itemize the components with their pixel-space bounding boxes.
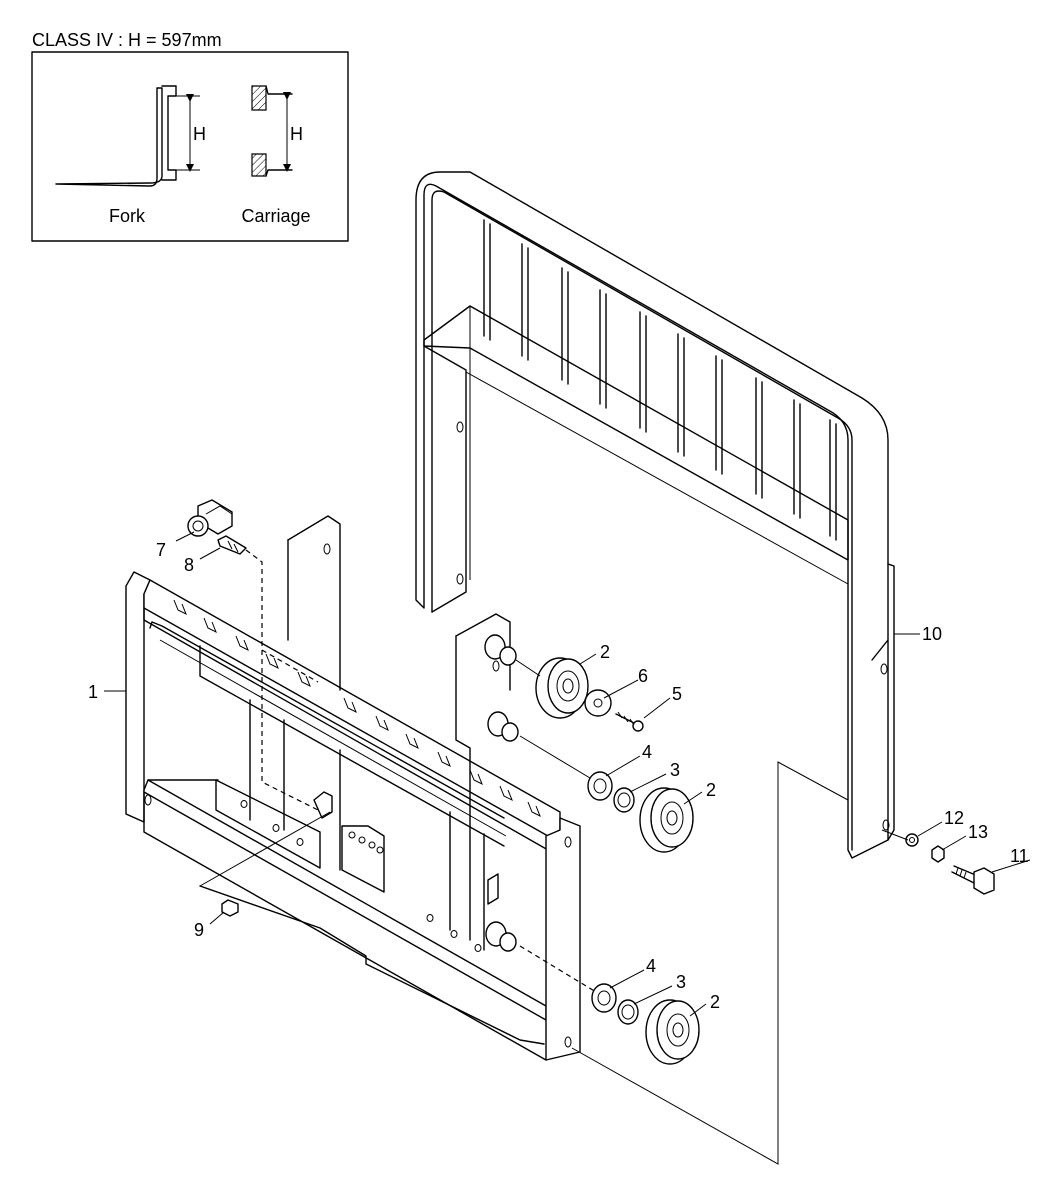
callout-1: 1	[88, 682, 98, 702]
callout-2-bottom: 2	[710, 992, 720, 1012]
callout-5: 5	[672, 684, 682, 704]
callout-7: 7	[156, 540, 166, 560]
assembly-lines	[199, 549, 909, 1165]
callout-2-top: 2	[600, 642, 610, 662]
part-11-bolt	[951, 865, 995, 895]
callout-4-middle: 4	[642, 742, 652, 762]
part-7-switch	[187, 499, 233, 537]
callout-leaders	[104, 531, 1031, 1017]
fork-dimension-h: H	[193, 124, 206, 144]
callout-3-middle: 3	[670, 760, 680, 780]
callout-3-bottom: 3	[676, 972, 686, 992]
roller-middle	[639, 787, 694, 853]
roller-top	[535, 657, 589, 719]
callout-8: 8	[184, 555, 194, 575]
fork-sketch: H	[55, 85, 206, 187]
dimension-inset: CLASS IV : H = 597mm H H Fork Carriage	[31, 30, 349, 242]
callout-9: 9	[194, 920, 204, 940]
callout-4-bottom: 4	[646, 956, 656, 976]
callout-labels: 1 2 2 2 3 3 4 4 5 6 7 8 9 10 11 12 13	[88, 540, 1029, 1012]
callout-6: 6	[638, 666, 648, 686]
rollers-and-hardware	[187, 499, 995, 1065]
callout-11: 11	[1010, 846, 1029, 866]
callout-10: 10	[922, 624, 942, 644]
roller-studs	[484, 634, 519, 952]
carriage-sketch: H	[251, 85, 303, 177]
carriage-dimension-h: H	[290, 124, 303, 144]
fork-caption: Fork	[109, 206, 146, 226]
callout-2-middle: 2	[706, 780, 716, 800]
backrest-bars	[483, 219, 837, 541]
fork-carriage	[125, 515, 581, 1061]
load-backrest	[415, 171, 895, 859]
fork-bar-notches	[173, 599, 541, 818]
callout-12: 12	[944, 808, 964, 828]
roller-bottom	[645, 999, 700, 1065]
part-8-bolt	[217, 535, 247, 555]
callout-13: 13	[968, 822, 988, 842]
carriage-caption: Carriage	[241, 206, 310, 226]
inset-frame	[31, 51, 349, 242]
inset-title: CLASS IV : H = 597mm	[32, 30, 222, 50]
